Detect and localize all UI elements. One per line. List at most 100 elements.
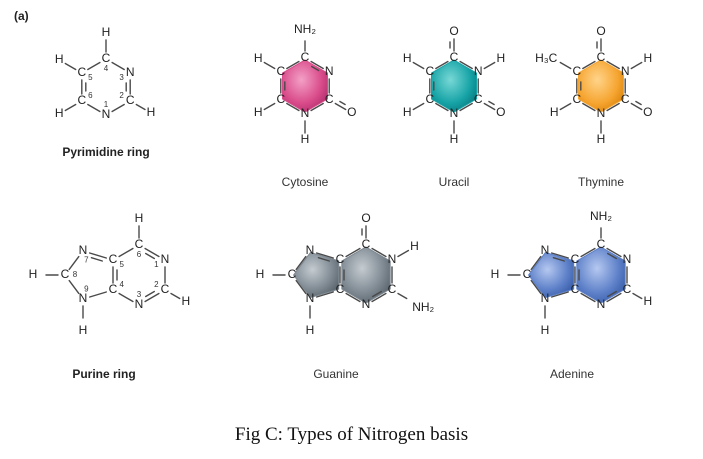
cytosine-ring-bond (310, 102, 324, 112)
cytosine-substituent-h: H (301, 132, 310, 146)
purine-ring-ring-number: 8 (73, 270, 78, 279)
thymine-substituent-h: H (550, 105, 559, 119)
thymine-ring-atom-n: N (597, 106, 606, 120)
thymine-ring-atom-c: C (572, 92, 581, 106)
pyrimidine-ring-substituent-h: H (55, 52, 64, 66)
purine-ring-ring-atom-c: C (109, 252, 118, 266)
purine-ring-ring-number: 6 (137, 250, 142, 259)
pyrimidine-ring-ring-number: 6 (88, 91, 93, 100)
purine-ring-ring-number: 7 (84, 256, 89, 265)
adenine-ring-atom-n: N (541, 243, 550, 257)
pyrimidine-ring-ring-bond (87, 103, 101, 113)
adenine-ring-bond (580, 292, 596, 303)
cytosine-ring-atom-c: C (301, 50, 310, 64)
cytosine-substituent-bond (263, 102, 276, 111)
purine-ring-ring-bond-second-line (144, 290, 156, 298)
guanine-ring-atom-c: C (336, 282, 345, 296)
purine-ring-ring-bond (144, 292, 160, 303)
purine-ring-substituent-h: H (135, 211, 144, 225)
uracil-ring-bond (435, 102, 449, 112)
thymine-ring-atom-c: C (597, 50, 606, 64)
cytosine-ring-bond (286, 60, 300, 70)
uracil-substituent-o: O (496, 105, 505, 119)
purine-ring-name: Purine ring (72, 367, 135, 381)
adenine-substituent-bond (632, 292, 643, 300)
adenine-five-ring-fill (527, 251, 575, 299)
cytosine-substituent-h: H (254, 51, 263, 65)
uracil-substituent-o: O (449, 24, 458, 38)
adenine-ring-atom-c: C (523, 267, 532, 281)
guanine-substituent-bond (397, 249, 410, 258)
pyrimidine-ring-substituent-bond (64, 62, 77, 71)
purine-ring-ring-number: 4 (119, 280, 124, 289)
purine-ring-ring-number: 1 (154, 260, 159, 269)
pyrimidine-ring-ring-bond (111, 61, 125, 71)
pyrimidine-ring-ring-atom-c: C (77, 65, 86, 79)
purine-ring-ring-atom-n: N (79, 291, 88, 305)
pyrimidine-ring-substituent-h: H (147, 105, 156, 119)
guanine-substituent-h: H (256, 267, 265, 281)
thymine-ring-atom-n: N (621, 64, 630, 78)
thymine-substituent-bond (630, 61, 643, 70)
uracil-substituent-bond (483, 102, 496, 111)
cytosine-ring-atom-c: C (276, 64, 285, 78)
guanine-substituent-nh2: NH₂ (412, 300, 434, 314)
guanine-ring-bond (316, 252, 334, 259)
guanine-ring-bond-second-line (372, 290, 382, 298)
adenine-ring-atom-n: N (597, 297, 606, 311)
adenine-ring-atom-c: C (571, 252, 580, 266)
adenine-ring-bond (530, 255, 542, 271)
thymine-substituent-h: H (597, 132, 606, 146)
pyrimidine-ring-substituent-bond (64, 103, 77, 112)
cytosine-ring-atom-c: C (325, 92, 334, 106)
adenine-ring-atom-c: C (597, 237, 606, 251)
cytosine-substituent-h: H (254, 105, 263, 119)
pyrimidine-ring-ring-atom-n: N (102, 107, 111, 121)
purine-ring-ring-bond-second-line (144, 252, 156, 260)
pyrimidine-ring-ring-number: 5 (88, 73, 93, 82)
thymine-ring-atom-c: C (621, 92, 630, 106)
uracil-ring-atom-c: C (474, 92, 483, 106)
thymine-ring-fill (578, 59, 624, 113)
adenine-ring-atom-n: N (541, 291, 550, 305)
thymine-ring-bond (582, 102, 596, 112)
pyrimidine-ring-ring-atom-c: C (77, 93, 86, 107)
cytosine-ring-fill (282, 59, 328, 113)
cytosine-ring-bond (286, 102, 300, 112)
adenine-ring-bond (530, 279, 542, 295)
pyrimidine-ring-ring-number: 4 (104, 64, 109, 73)
uracil-ring-fill (431, 59, 477, 113)
adenine-ring-bond (580, 247, 596, 258)
thymine-name: Thymine (578, 175, 624, 189)
uracil-ring-bond (435, 60, 449, 70)
guanine-ring-atom-c: C (388, 282, 397, 296)
cytosine-ring-atom-n: N (301, 106, 310, 120)
guanine-substituent-bond (397, 292, 408, 300)
pyrimidine-ring-name: Pyrimidine ring (62, 145, 149, 159)
adenine-ring-bond-second-line (607, 252, 617, 260)
purine-ring-substituent-h: H (29, 267, 38, 281)
thymine-ring-bond (606, 60, 620, 70)
uracil-ring-bond (459, 60, 473, 70)
guanine-substituent-h: H (306, 323, 315, 337)
guanine-name: Guanine (313, 367, 359, 381)
adenine-substituent-h: H (491, 267, 500, 281)
purine-ring-ring-atom-c: C (61, 267, 70, 281)
pyrimidine-ring-ring-number: 2 (119, 91, 124, 100)
guanine-ring-bond (345, 247, 361, 258)
guanine-ring-bond-second-line (317, 257, 330, 262)
adenine-ring-bond (606, 292, 622, 303)
purine-ring-substituent-h: H (181, 294, 190, 308)
thymine-substituent-h: H (643, 51, 652, 65)
thymine-substituent-bond (630, 102, 643, 111)
cytosine-ring-atom-n: N (325, 64, 334, 78)
thymine-substituent-bond-second-line (635, 100, 642, 106)
thymine-substituent-bond (559, 102, 572, 111)
pyrimidine-ring-substituent-h: H (55, 106, 64, 120)
adenine-ring-bond (551, 252, 569, 259)
purine-ring-ring-atom-n: N (161, 252, 170, 266)
adenine-name: Adenine (550, 367, 594, 381)
uracil-ring-atom-n: N (450, 106, 459, 120)
adenine-ring-atom-n: N (623, 252, 632, 266)
